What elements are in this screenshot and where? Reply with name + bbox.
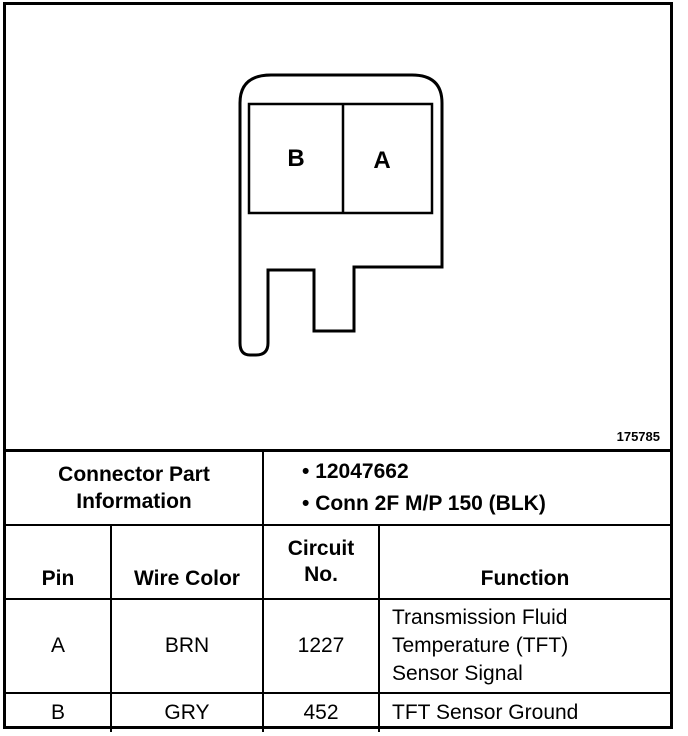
- wire-color-cell: GRY: [110, 692, 264, 732]
- cavity-a-label: A: [373, 147, 390, 174]
- cavity-b-label: B: [287, 145, 304, 172]
- header-function: Function: [377, 524, 671, 600]
- wire-color-cell: BRN: [110, 598, 264, 694]
- header-circuit: Circuit No.: [262, 524, 380, 600]
- circuit-cell: 1227: [262, 598, 380, 694]
- function-cell: Transmission Fluid Temperature (TFT) Sen…: [377, 598, 671, 694]
- pin-cell: B: [6, 692, 112, 732]
- connector-drawing: B A 175785: [6, 5, 670, 449]
- table-row: A BRN 1227 Transmission Fluid Temperatur…: [6, 598, 671, 694]
- function-cell: TFT Sensor Ground: [377, 692, 671, 732]
- connector-description: Conn 2F M/P 150 (BLK): [302, 488, 670, 520]
- pinout-table: Connector Part Information 12047662 Conn…: [6, 449, 671, 732]
- pin-cell: A: [6, 598, 112, 694]
- part-number: 12047662: [302, 456, 670, 488]
- part-info-list: 12047662 Conn 2F M/P 150 (BLK): [261, 449, 671, 526]
- cavity-frame: [247, 102, 434, 215]
- part-info-row: Connector Part Information 12047662 Conn…: [6, 449, 671, 526]
- header-wire-color: Wire Color: [110, 524, 264, 600]
- figure-id: 175785: [616, 429, 660, 444]
- connector-body: [238, 73, 444, 357]
- part-info-label: Connector Part Information: [6, 449, 264, 526]
- table-row: B GRY 452 TFT Sensor Ground: [6, 692, 671, 732]
- header-pin: Pin: [6, 524, 112, 600]
- connector-outline: B A: [238, 73, 444, 357]
- circuit-cell: 452: [262, 692, 380, 732]
- table-header-row: Pin Wire Color Circuit No. Function: [6, 524, 671, 600]
- connector-sheet: B A 175785 Connector Part Information 12…: [3, 2, 673, 732]
